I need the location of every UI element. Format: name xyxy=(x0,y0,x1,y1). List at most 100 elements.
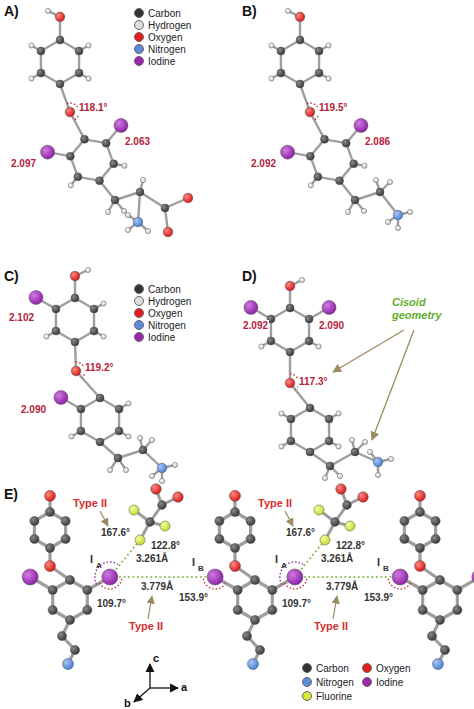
atom xyxy=(336,177,344,185)
atom xyxy=(172,462,177,467)
angle-arc xyxy=(284,577,306,589)
atom xyxy=(149,437,154,442)
atom xyxy=(268,585,277,594)
atom xyxy=(354,118,368,132)
atom xyxy=(440,645,449,654)
atom xyxy=(101,301,106,306)
atom xyxy=(246,516,255,525)
atom xyxy=(306,448,314,456)
atom xyxy=(336,444,341,449)
atom xyxy=(267,337,275,345)
atom xyxy=(145,228,150,233)
atom xyxy=(52,327,60,335)
atom-label: I xyxy=(377,556,380,569)
axis-arrow xyxy=(149,664,150,688)
legend-text: Oxygen xyxy=(148,32,182,43)
legend-entry: Nitrogen xyxy=(134,44,186,56)
bond-value: 117.3° xyxy=(298,376,328,388)
bond xyxy=(330,452,355,466)
atom xyxy=(110,160,118,168)
angle-arc xyxy=(388,577,410,589)
atom xyxy=(250,615,259,624)
legend-entry: Iodine xyxy=(134,332,175,344)
atom xyxy=(320,535,330,545)
atom xyxy=(86,43,91,48)
bond-value: 119.2° xyxy=(84,362,114,374)
legend-text: Carbon xyxy=(148,284,181,295)
atom xyxy=(102,139,110,147)
atom xyxy=(326,43,331,48)
legend-entry: Nitrogen xyxy=(134,320,186,332)
atom xyxy=(281,145,295,159)
angle-arc xyxy=(95,562,119,585)
atom xyxy=(45,8,50,13)
contact-layer xyxy=(110,540,400,577)
legend-entry: Oxygen xyxy=(362,663,410,675)
panel-letter: A) xyxy=(4,3,19,20)
pointer-arrow xyxy=(148,596,152,619)
atom xyxy=(343,501,352,510)
panel-letter: C) xyxy=(4,268,19,285)
atom xyxy=(376,188,384,196)
atom xyxy=(268,605,277,614)
interaction-type: Type II xyxy=(257,497,293,510)
atom xyxy=(314,173,322,181)
atom xyxy=(30,516,39,525)
axis-label: a xyxy=(181,681,187,694)
atom xyxy=(306,152,314,160)
legend-entry: Oxygen xyxy=(134,308,182,320)
molecule xyxy=(314,484,368,545)
atom xyxy=(62,658,73,669)
atom xyxy=(336,411,341,416)
pointer-arrow xyxy=(333,596,337,619)
atom xyxy=(41,145,55,159)
atom xyxy=(415,543,424,552)
measure-value: 3.779Å xyxy=(140,581,174,593)
atom xyxy=(115,427,123,435)
legend-text: Nitrogen xyxy=(148,320,186,331)
atom xyxy=(54,390,68,404)
atom xyxy=(400,534,409,543)
atom xyxy=(322,300,336,314)
atom xyxy=(367,449,372,454)
atom xyxy=(229,560,240,571)
atom xyxy=(285,8,290,13)
atom xyxy=(65,575,74,584)
molecule xyxy=(244,277,394,480)
atom xyxy=(326,76,331,81)
atom xyxy=(395,225,400,230)
atom xyxy=(315,47,323,55)
atom xyxy=(373,457,383,467)
atom xyxy=(269,76,274,81)
measure-value: 3.261Å xyxy=(135,553,169,565)
atom xyxy=(325,437,333,445)
atom xyxy=(285,378,295,388)
atom xyxy=(305,337,313,345)
atom xyxy=(29,43,34,48)
legend-text: Oxygen xyxy=(148,308,182,319)
atom xyxy=(207,569,223,585)
atom xyxy=(139,446,147,454)
legend-text: Fluorine xyxy=(316,691,352,702)
atom xyxy=(157,463,167,473)
atom xyxy=(414,560,425,571)
atom xyxy=(287,569,303,585)
atom xyxy=(69,434,74,439)
atom xyxy=(151,484,162,495)
atom xyxy=(393,210,403,220)
atom xyxy=(90,327,98,335)
legend-text: Iodine xyxy=(148,56,175,67)
atom xyxy=(122,163,127,168)
atom xyxy=(55,12,65,22)
atom xyxy=(326,462,334,470)
atom xyxy=(52,305,60,313)
legend-text: Hydrogen xyxy=(148,296,191,307)
atom xyxy=(140,177,145,182)
atom xyxy=(44,334,49,339)
legend-text: Iodine xyxy=(148,332,175,343)
legend-swatch xyxy=(134,44,144,54)
atom xyxy=(287,437,295,445)
atom xyxy=(45,543,54,552)
atom xyxy=(183,193,193,203)
